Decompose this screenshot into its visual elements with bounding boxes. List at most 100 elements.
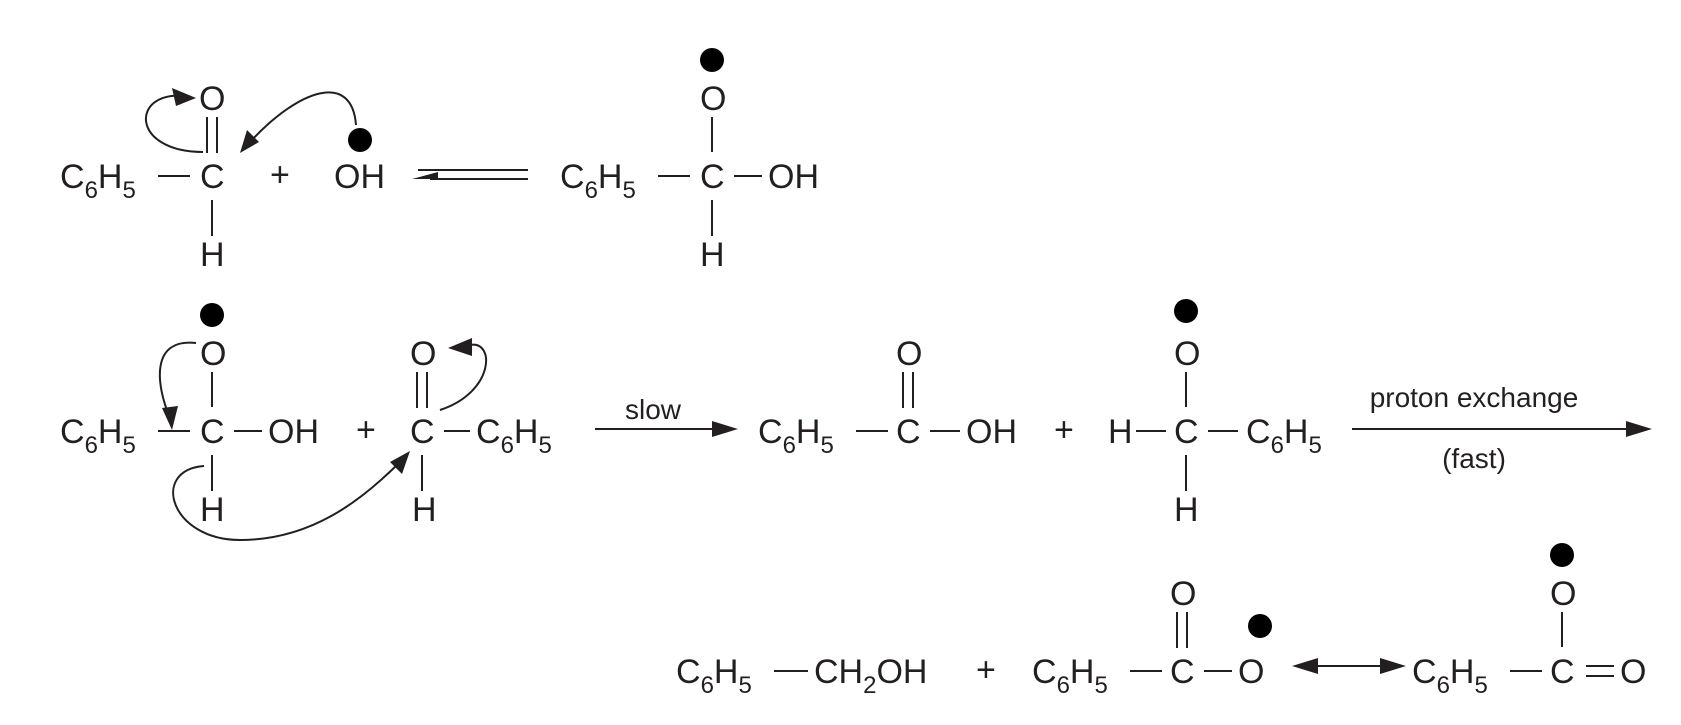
- arrowhead-right: [1380, 658, 1406, 674]
- phenyl-sub-5: 5: [538, 432, 551, 459]
- carbonyl-oxygen: O: [199, 80, 225, 118]
- anionic-oxygen: O: [1238, 653, 1264, 691]
- carbonyl-carbon: C: [200, 158, 225, 196]
- central-carbon: C: [200, 413, 225, 451]
- anionic-oxygen: O: [1550, 575, 1576, 613]
- curved-arrow-pi-to-oxygen: [145, 94, 204, 153]
- arrowhead: [390, 451, 410, 474]
- phenyl-c: C: [60, 158, 85, 196]
- fast-label: (fast): [1442, 443, 1506, 474]
- benzyl-alkoxide: H C O C6H5 H: [1108, 299, 1322, 529]
- methylene-ch: CH: [814, 653, 863, 691]
- aldehyde-hydrogen: H: [200, 236, 225, 274]
- proton-exchange-label: proton exchange: [1370, 382, 1579, 413]
- carboxyl-carbon: C: [896, 413, 921, 451]
- curved-arrow-pi-to-oxygen: [439, 343, 488, 411]
- plus-sign-3: +: [1054, 411, 1074, 449]
- carbonyl-oxygen: O: [896, 335, 922, 373]
- svg-text:C6H5: C6H5: [1246, 413, 1322, 459]
- benzoate-form-2: C6H5 C O O: [1412, 543, 1646, 699]
- curved-arrow-hydride-transfer: [172, 461, 401, 542]
- arrowhead: [712, 421, 738, 437]
- hydrogen-left: H: [1108, 413, 1133, 451]
- curved-arrow-oxygen-to-carbon: [158, 341, 197, 419]
- benzaldehyde-reactant: C6H5 C O H: [60, 80, 225, 274]
- phenyl-c: C: [758, 413, 783, 451]
- phenyl-h: H: [98, 413, 123, 451]
- hydrogen-bottom: H: [1174, 491, 1199, 529]
- carbonyl-oxygen: O: [410, 335, 436, 373]
- phenyl-sub-5: 5: [738, 672, 751, 699]
- aldehyde-hydrogen: H: [412, 491, 437, 529]
- phenyl-sub-6: 6: [1271, 432, 1284, 459]
- phenyl-sub-5: 5: [820, 432, 833, 459]
- alkoxide-oxygen: O: [700, 80, 726, 118]
- phenyl-sub-5: 5: [122, 432, 135, 459]
- plus-sign-1: +: [270, 156, 290, 194]
- arrowhead: [240, 130, 259, 153]
- benzoate-form-1: C6H5 C O O: [1032, 575, 1272, 699]
- benzaldehyde-acceptor: C O C6H5 H: [410, 335, 552, 529]
- phenyl-sub-6: 6: [1437, 672, 1450, 699]
- carboxylate-carbon: C: [1170, 653, 1195, 691]
- methylene-sub-2: 2: [863, 672, 876, 699]
- phenyl-h: H: [514, 413, 539, 451]
- arrowhead: [172, 88, 196, 106]
- svg-text:C6H5: C6H5: [1032, 653, 1108, 699]
- phenyl-sub-6: 6: [783, 432, 796, 459]
- phenyl-h: H: [796, 413, 821, 451]
- hydroxide-ion: OH: [334, 128, 385, 196]
- phenyl-sub-5: 5: [1474, 672, 1487, 699]
- svg-text:CH2OH: CH2OH: [814, 653, 927, 699]
- methylene-oh: OH: [876, 653, 927, 691]
- phenyl-c: C: [676, 653, 701, 691]
- phenyl-h: H: [714, 653, 739, 691]
- carboxylate-carbon: C: [1550, 653, 1575, 691]
- hydride: H: [200, 491, 225, 529]
- hydroxyl: OH: [768, 158, 819, 196]
- phenyl-sub-5: 5: [122, 177, 135, 204]
- curved-arrow-hydroxide-attack: [249, 91, 357, 143]
- svg-text:C6H5: C6H5: [560, 158, 636, 204]
- svg-text:C6H5: C6H5: [476, 413, 552, 459]
- alkoxide-oxygen: O: [1174, 335, 1200, 373]
- negative-charge-icon: [1550, 543, 1574, 567]
- negative-charge-icon: [700, 48, 724, 72]
- negative-charge-icon: [1174, 299, 1198, 323]
- central-carbon: C: [1174, 413, 1199, 451]
- hydroxide: OH: [334, 158, 385, 196]
- hydroxyl: OH: [966, 413, 1017, 451]
- svg-text:C6H5: C6H5: [60, 158, 136, 204]
- phenyl-sub-6: 6: [1057, 672, 1070, 699]
- phenyl-sub-5: 5: [1094, 672, 1107, 699]
- phenyl-h: H: [1070, 653, 1095, 691]
- slow-label: slow: [625, 394, 682, 425]
- carbonyl-oxygen: O: [1170, 575, 1196, 613]
- phenyl-c: C: [1246, 413, 1271, 451]
- resonance-arrow: [1292, 658, 1406, 674]
- phenyl-sub-5: 5: [622, 177, 635, 204]
- arrowhead: [162, 406, 178, 430]
- phenyl-c: C: [476, 413, 501, 451]
- phenyl-sub-6: 6: [585, 177, 598, 204]
- phenyl-h: H: [98, 158, 123, 196]
- phenyl-h: H: [1450, 653, 1475, 691]
- central-carbon: C: [700, 158, 725, 196]
- carbonyl-oxygen: O: [1620, 653, 1646, 691]
- equilibrium-arrow: [412, 169, 528, 180]
- benzoic-acid: C6H5 C O OH: [758, 335, 1017, 459]
- phenyl-c: C: [60, 413, 85, 451]
- equilibrium-half-arrowhead: [412, 172, 438, 179]
- tetrahedral-intermediate: C6H5 C O OH H: [560, 48, 819, 274]
- svg-text:C6H5: C6H5: [758, 413, 834, 459]
- arrowhead-left: [1292, 658, 1318, 674]
- phenyl-c: C: [1032, 653, 1057, 691]
- benzyl-alcohol: C6H5 CH2OH: [676, 653, 927, 699]
- svg-text:C6H5: C6H5: [676, 653, 752, 699]
- phenyl-sub-6: 6: [85, 177, 98, 204]
- intermediate-hydride-donor: C6H5 C O OH H: [60, 303, 319, 529]
- arrowhead: [1626, 421, 1652, 437]
- hydroxyl: OH: [268, 413, 319, 451]
